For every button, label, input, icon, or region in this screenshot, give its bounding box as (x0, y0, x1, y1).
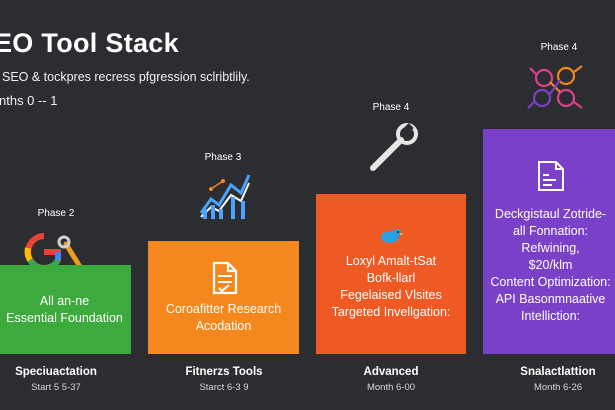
phase-4-line-3: Refwining, (521, 241, 580, 255)
phase-label-2: Phase 3 (204, 152, 242, 163)
phase-label-1: Phase 2 (37, 208, 75, 219)
bird-icon (381, 229, 404, 243)
wrench-icon (370, 123, 418, 171)
phase-label-3: Phase 4 (372, 102, 410, 113)
clipboard-icon (537, 161, 564, 191)
phase-4-line-7: Intelliction: (520, 309, 581, 323)
growth-chart-icon (199, 174, 251, 219)
months-label: nths 0 -- 1 (0, 93, 58, 108)
phase-3-line-2: Bofk-llarl (366, 271, 416, 285)
google-wrench-icon (24, 233, 85, 273)
phase-2-line-1: Coroafitter Research (165, 301, 282, 316)
phase-3-footer-title: Advanced (363, 366, 419, 378)
document-icon (212, 261, 237, 294)
phase-1-footer-sub: Start 5 5-37 (31, 382, 81, 393)
phase-1-line-2: Essential Foundation (6, 310, 123, 325)
phase-4-footer-title: Snalactlattion (520, 366, 596, 378)
phase-3-line-1: Loxyl Amalt-tSat (345, 254, 437, 268)
phase-4-line-2: all Fonnation: (512, 224, 589, 238)
phase-block-3: Loxyl Amalt-tSat Bofk-llarl Fegelaised V… (316, 194, 466, 354)
phase-2-footer-sub: Starct 6-3 9 (199, 382, 249, 393)
phase-label-4: Phase 4 (540, 42, 578, 53)
phase-4-line-4: $20/klm (528, 258, 573, 272)
phase-3-line-4: Targeted Invellgation: (331, 305, 451, 319)
page-title: EO Tool Stack (0, 28, 179, 58)
phase-3-line-3: Fegelaised Vlsites (340, 288, 442, 302)
phase-2-footer-title: Fitnerzs Tools (185, 366, 263, 378)
phase-4-line-1: Deckgistaul Zotride- (494, 207, 607, 221)
phase-2-line-2: Acodation (195, 318, 252, 333)
phase-3-footer-sub: Month 6-00 (366, 382, 416, 393)
phase-block-1: All an-ne Essential Foundation (0, 265, 131, 354)
phase-block-4: Deckgistaul Zotride- all Fonnation: Refw… (483, 129, 615, 354)
phase-4-line-6: API Basonmnaative (495, 292, 606, 306)
phase-1-footer-title: Speciuactation (15, 366, 97, 378)
neural-network-icon (527, 65, 583, 109)
phase-1-line-1: All an-ne (39, 293, 90, 308)
phase-block-2: Coroafitter Research Acodation (148, 241, 299, 354)
phase-4-footer-sub: Month 6-26 (533, 382, 583, 393)
phase-4-line-5: Content Optimization: (490, 275, 611, 289)
page-subtitle: SEO & tockpres recress pfgression sclrib… (2, 70, 250, 84)
